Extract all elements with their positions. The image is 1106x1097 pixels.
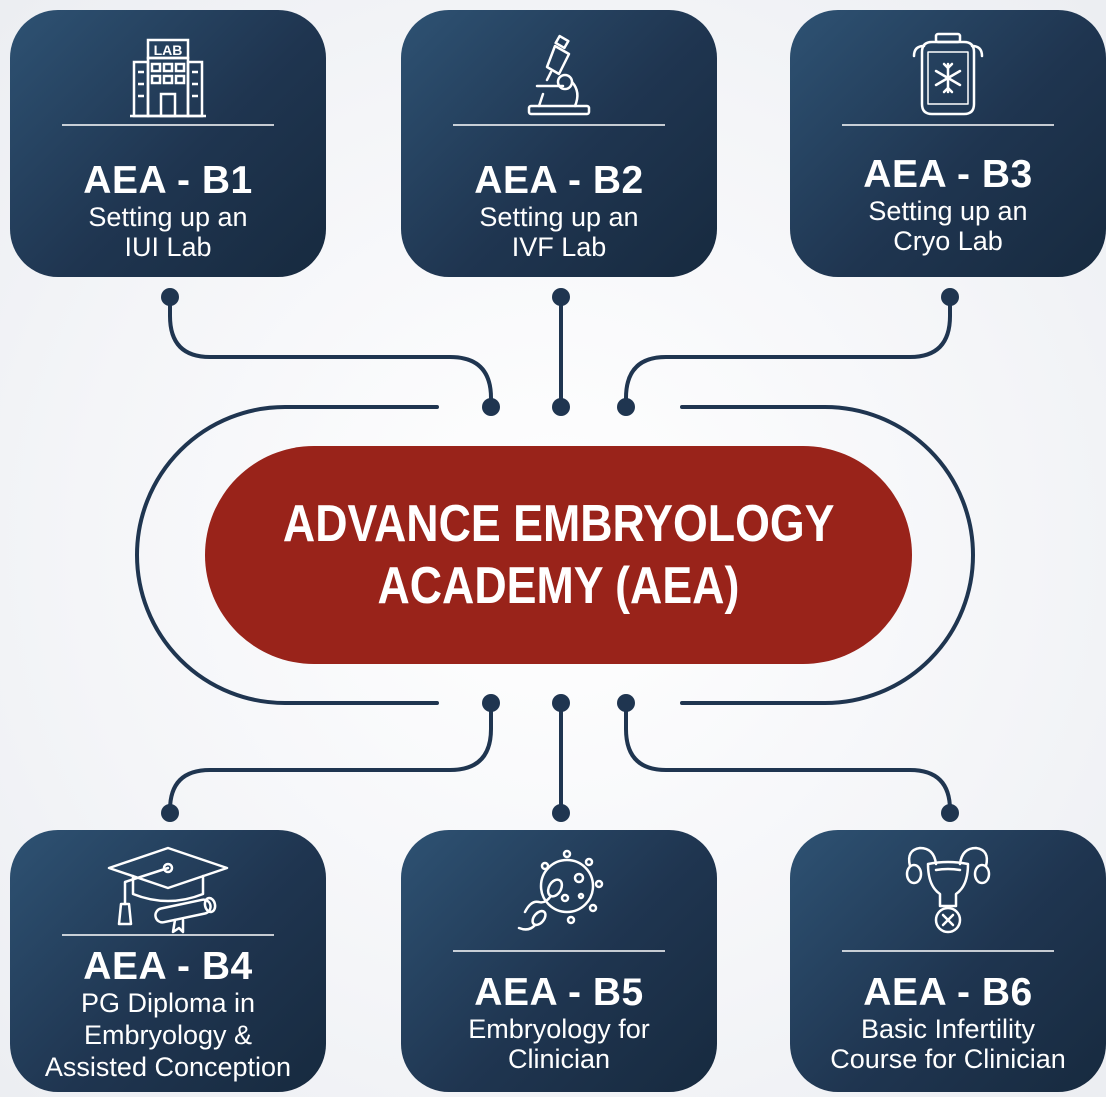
card-b4: AEA - B4 PG Diploma in Embryology & Assi… xyxy=(10,830,326,1092)
connector-b1 xyxy=(168,295,493,409)
card-desc-line1: Setting up an xyxy=(88,202,248,232)
node-dot xyxy=(161,288,179,306)
card-desc-line1: Setting up an xyxy=(868,196,1028,226)
node-dot xyxy=(941,804,959,822)
connector-b3 xyxy=(624,295,952,409)
card-divider xyxy=(62,934,274,936)
card-divider xyxy=(453,124,665,126)
node-dot xyxy=(161,804,179,822)
center-title-line2: ACADEMY (AEA) xyxy=(377,557,740,615)
node-dot xyxy=(617,398,635,416)
frame-top-right xyxy=(680,405,975,705)
card-code: AEA - B3 xyxy=(863,153,1033,196)
card-desc-line1: Setting up an xyxy=(479,202,639,232)
card-b3: AEA - B3 Setting up an Cryo Lab xyxy=(790,10,1106,277)
uterus-icon xyxy=(905,846,991,934)
node-dot xyxy=(552,398,570,416)
card-b2: AEA - B2 Setting up an IVF Lab xyxy=(401,10,717,277)
card-code: AEA - B4 xyxy=(83,945,253,988)
card-desc-line2: Clinician xyxy=(507,1044,611,1074)
card-divider xyxy=(842,950,1054,952)
node-dot xyxy=(482,398,500,416)
card-divider xyxy=(453,950,665,952)
connector-b6 xyxy=(624,701,952,812)
node-dot xyxy=(552,694,570,712)
card-desc-line1: PG Diploma in xyxy=(80,988,256,1018)
card-b5: AEA - B5 Embryology for Clinician xyxy=(401,830,717,1092)
egg-sperm-icon xyxy=(517,849,604,931)
svg-text:LAB: LAB xyxy=(154,42,183,58)
center-title-pill: ADVANCE EMBRYOLOGY ACADEMY (AEA) xyxy=(205,446,912,664)
node-dot xyxy=(552,288,570,306)
node-dot xyxy=(617,694,635,712)
frame-top-left xyxy=(135,405,439,705)
card-code: AEA - B2 xyxy=(474,159,644,202)
center-title-line1: ADVANCE EMBRYOLOGY xyxy=(282,495,835,553)
card-code: AEA - B5 xyxy=(474,971,644,1014)
card-code: AEA - B1 xyxy=(83,159,253,202)
card-b1: LAB AEA - B1 Setting up an IUI Lab xyxy=(10,10,326,277)
card-desc-line2: IVF Lab xyxy=(511,232,607,262)
card-desc-line2: Cryo Lab xyxy=(893,226,1003,256)
node-dot xyxy=(941,288,959,306)
card-desc-line2: IUI Lab xyxy=(124,232,212,262)
card-code: AEA - B6 xyxy=(863,971,1033,1014)
lab-building-icon: LAB xyxy=(130,38,206,118)
card-divider xyxy=(62,124,274,126)
node-dot xyxy=(482,694,500,712)
graduation-cap-icon xyxy=(107,846,229,934)
card-desc-line3: Assisted Conception xyxy=(44,1052,292,1082)
cryo-tank-icon xyxy=(912,32,984,116)
card-b6: AEA - B6 Basic Infertility Course for Cl… xyxy=(790,830,1106,1092)
card-divider xyxy=(842,124,1054,126)
card-desc-line2: Course for Clinician xyxy=(830,1044,1066,1074)
connector-b4 xyxy=(168,701,493,812)
card-desc-line2: Embryology & xyxy=(83,1020,253,1050)
card-desc-line1: Basic Infertility xyxy=(860,1014,1036,1044)
card-desc-line1: Embryology for xyxy=(468,1014,650,1044)
node-dot xyxy=(552,804,570,822)
microscope-icon xyxy=(527,34,591,116)
